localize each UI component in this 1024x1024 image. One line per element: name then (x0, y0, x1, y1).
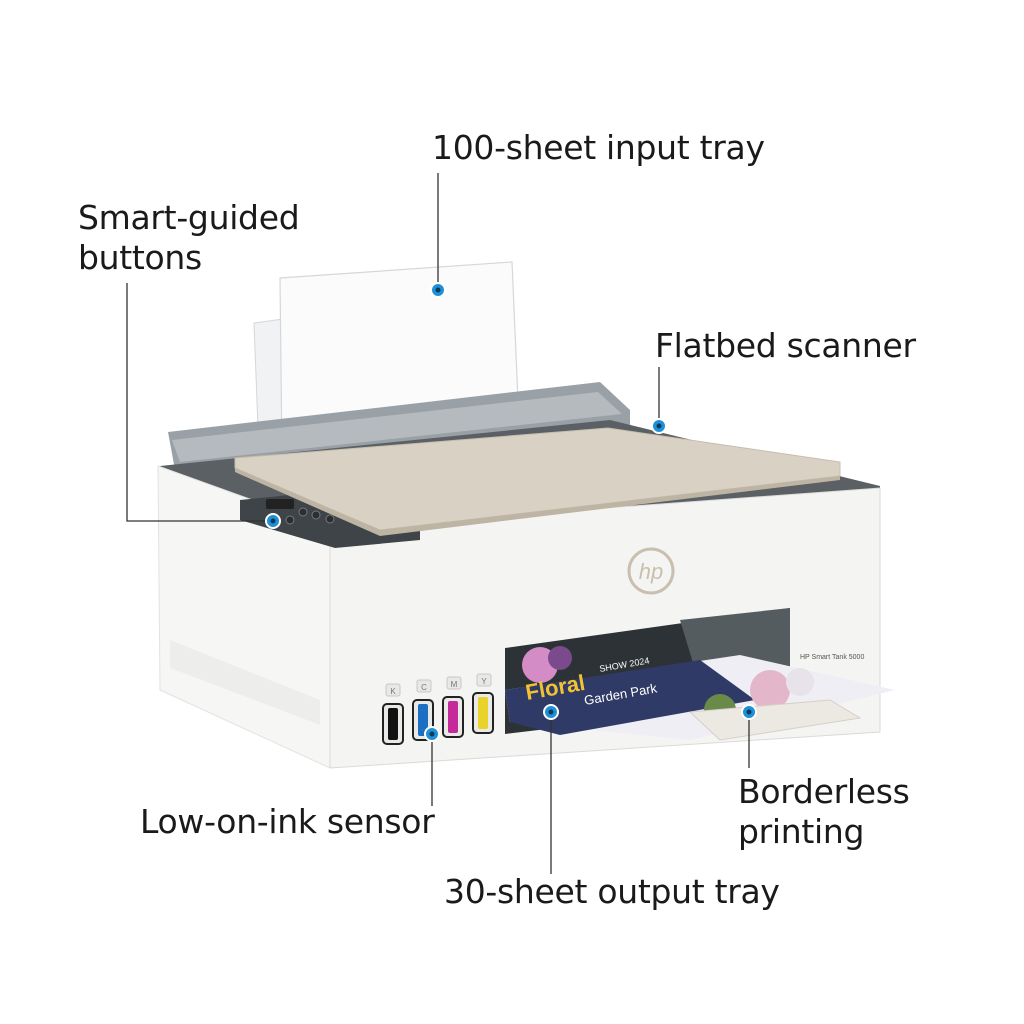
svg-text:K: K (390, 687, 396, 696)
input-tray-label: 100-sheet input tray (432, 128, 765, 167)
output-tray (688, 699, 862, 741)
hp-logo (627, 547, 675, 595)
svg-text:hp: hp (639, 559, 663, 584)
callout-lines (126, 173, 750, 874)
svg-text:M: M (451, 680, 458, 689)
smart-buttons-label-line2: buttons (78, 238, 202, 277)
smart-buttons-label: Smart-guided buttons (78, 198, 300, 278)
ink-tank-labels: K C M Y (385, 673, 492, 697)
borderless-label-line2: printing (738, 812, 865, 851)
smart-buttons-leader (126, 283, 273, 522)
smart-buttons-label-line1: Smart-guided (78, 198, 300, 237)
borderless-label-line1: Borderless (738, 772, 910, 811)
ink-sensor-label: Low-on-ink sensor (140, 802, 435, 841)
svg-text:C: C (421, 683, 427, 692)
svg-text:Y: Y (481, 677, 487, 686)
flatbed-scanner-label: Flatbed scanner (655, 326, 916, 365)
output-tray-label: 30-sheet output tray (444, 872, 780, 911)
svg-text:HP Smart Tank 5000: HP Smart Tank 5000 (800, 654, 864, 661)
control-display (266, 499, 294, 509)
callout-dots (265, 282, 757, 742)
borderless-printing-label: Borderless printing (738, 772, 910, 852)
